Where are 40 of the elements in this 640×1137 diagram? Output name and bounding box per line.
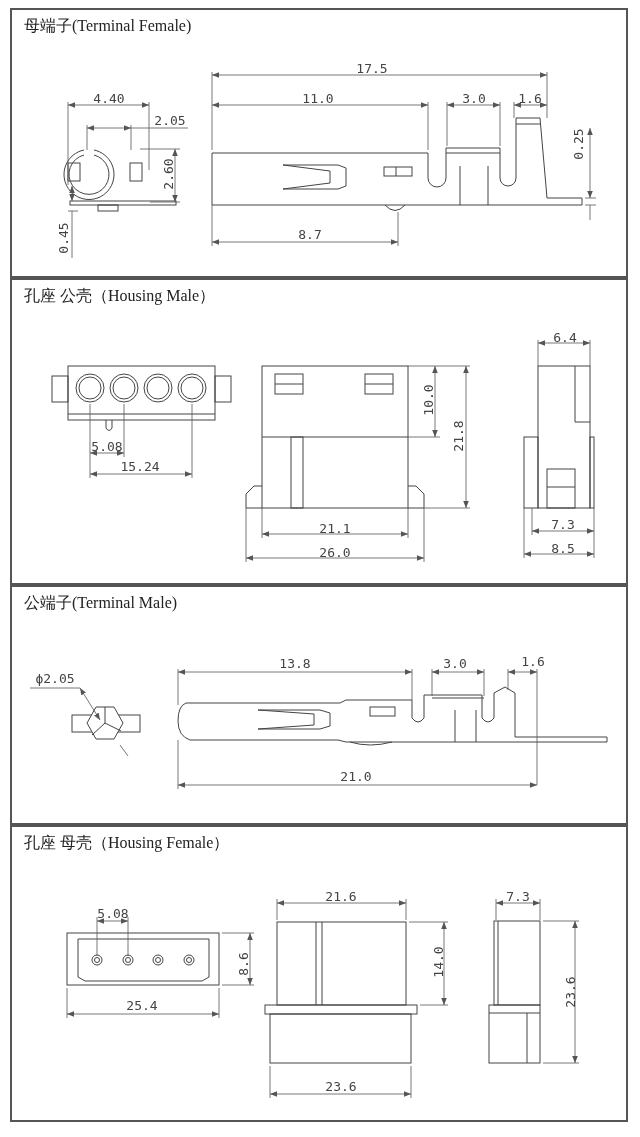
dimension-value: 23.6 bbox=[325, 1079, 357, 1093]
dimension-value: 21.8 bbox=[451, 420, 465, 452]
dimension-value: 5.08 bbox=[97, 906, 129, 920]
dimension-value: 2.05 bbox=[154, 113, 186, 127]
dimension-value: 3.0 bbox=[462, 91, 486, 105]
dimension-value: 21.6 bbox=[325, 889, 357, 903]
dimension-value: 7.3 bbox=[551, 517, 575, 531]
section-heading: 公端子(Terminal Male) bbox=[24, 593, 179, 614]
section-heading: 孔座 公壳（Housing Male） bbox=[24, 286, 217, 307]
dimension-value: 0.45 bbox=[56, 222, 70, 254]
dimension-value: 6.4 bbox=[553, 330, 577, 344]
dimension-value: 1.6 bbox=[521, 654, 545, 668]
dimension-value: 17.5 bbox=[356, 61, 388, 75]
dimension-value: 1.6 bbox=[518, 91, 542, 105]
dimension-value: 11.0 bbox=[302, 91, 334, 105]
dimension-value: 21.0 bbox=[340, 769, 372, 783]
dimension-value: 8.5 bbox=[551, 541, 575, 555]
section-panel bbox=[10, 825, 628, 1122]
dimension-value: 23.6 bbox=[563, 976, 577, 1008]
dimension-value: 8.7 bbox=[298, 227, 322, 241]
dimension-value: ϕ2.05 bbox=[35, 671, 75, 685]
section-panel bbox=[10, 585, 628, 825]
dimension-value: 26.0 bbox=[319, 545, 351, 559]
dimension-value: 5.08 bbox=[91, 439, 123, 453]
dimension-value: 14.0 bbox=[431, 946, 445, 978]
dimension-value: 8.6 bbox=[236, 952, 250, 976]
dimension-value: 10.0 bbox=[421, 384, 435, 416]
dimension-value: 0.25 bbox=[571, 128, 585, 160]
dimension-value: 13.8 bbox=[279, 656, 311, 670]
section-heading: 母端子(Terminal Female) bbox=[24, 16, 193, 37]
section-panel bbox=[10, 8, 628, 278]
dimension-value: 4.40 bbox=[93, 91, 125, 105]
dimension-value: 2.60 bbox=[161, 158, 175, 190]
dimension-value: 15.24 bbox=[120, 459, 160, 473]
dimension-value: 7.3 bbox=[506, 889, 530, 903]
section-heading: 孔座 母壳（Housing Female） bbox=[24, 833, 231, 854]
dimension-value: 25.4 bbox=[126, 998, 158, 1012]
section-panel bbox=[10, 278, 628, 585]
dimension-value: 3.0 bbox=[443, 656, 467, 670]
dimension-value: 21.1 bbox=[319, 521, 351, 535]
